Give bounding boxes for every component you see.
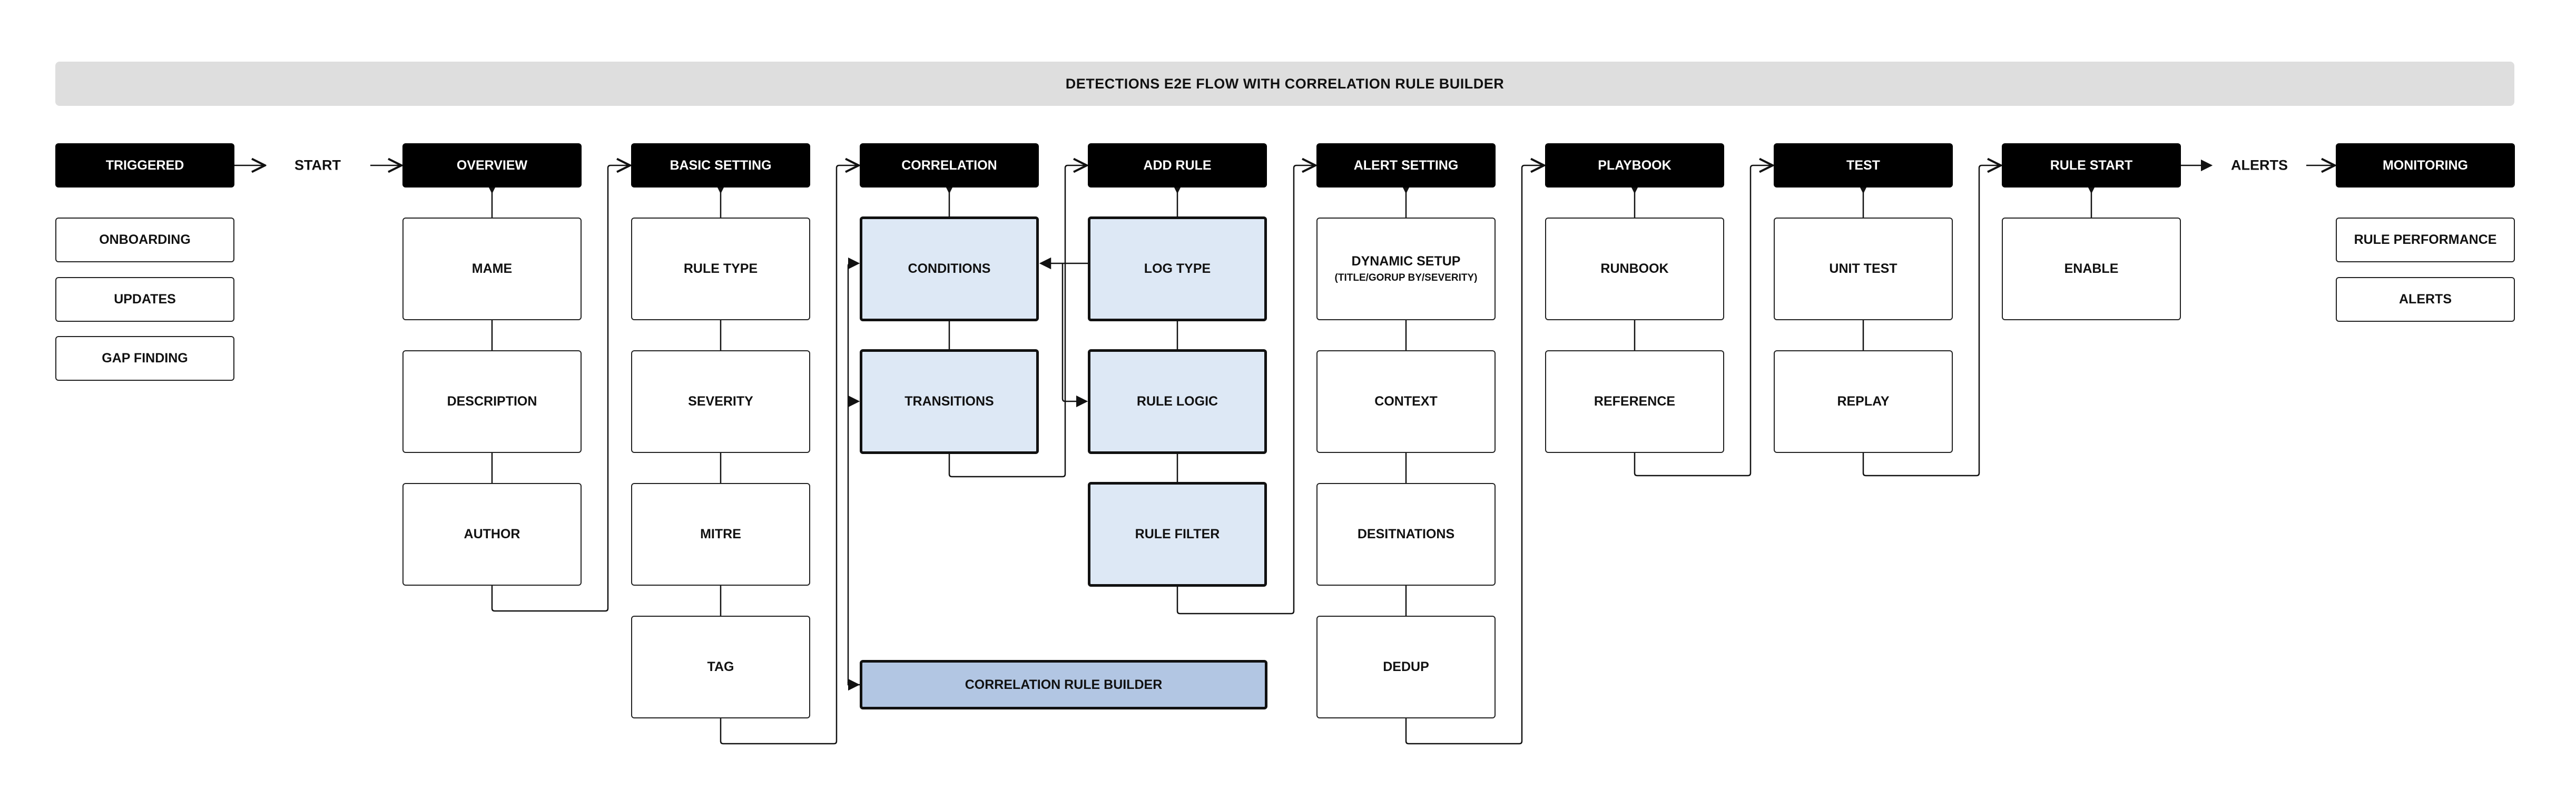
node-mitre: MITRE xyxy=(631,483,810,586)
junction-marker-0 xyxy=(489,188,495,194)
node-dynamic-setup: DYNAMIC SETUP (TITLE/GORUP BY/SEVERITY) xyxy=(1316,218,1496,320)
connector-test-rulestart xyxy=(1862,165,2001,477)
connector-rulefilter-alert xyxy=(1176,165,1315,615)
node-tag: TAG xyxy=(631,616,810,718)
node-enable: ENABLE xyxy=(2002,218,2181,320)
connector-trunk-rulelogic xyxy=(1061,263,1088,408)
node-updates: UPDATES xyxy=(55,277,234,322)
node-reference: REFERENCE xyxy=(1545,350,1724,453)
header-triggered: TRIGGERED xyxy=(55,143,234,188)
node-conditions: CONDITIONS xyxy=(860,216,1039,321)
node-onboarding: ONBOARDING xyxy=(55,218,234,262)
header-test: TEST xyxy=(1774,143,1953,188)
junction-marker-2 xyxy=(946,188,952,194)
node-runbook: RUNBOOK xyxy=(1545,218,1724,320)
connector-basic-correlation xyxy=(720,165,859,745)
header-overview: OVERVIEW xyxy=(402,143,582,188)
node-description: DESCRIPTION xyxy=(402,350,582,453)
diagram-title: DETECTIONS E2E FLOW WITH CORRELATION RUL… xyxy=(55,62,2514,106)
connector-builder-entry xyxy=(847,678,860,691)
header-basic-setting: BASIC SETTING xyxy=(631,143,810,188)
dynamic-setup-label: DYNAMIC SETUP xyxy=(1351,254,1461,269)
junction-marker-5 xyxy=(1631,188,1638,194)
node-transitions: TRANSITIONS xyxy=(860,349,1039,454)
label-alerts: ALERTS xyxy=(2231,157,2288,173)
label-start: START xyxy=(294,157,341,173)
header-correlation: CORRELATION xyxy=(860,143,1039,188)
node-author: AUTHOR xyxy=(402,483,582,586)
node-correlation-rule-builder: CORRELATION RULE BUILDER xyxy=(860,660,1267,709)
junction-marker-3 xyxy=(1174,188,1181,194)
junction-marker-1 xyxy=(717,188,724,194)
node-alerts: ALERTS xyxy=(2336,277,2515,322)
node-replay: REPLAY xyxy=(1774,350,1953,453)
connector-transitions-addrule xyxy=(948,165,1087,478)
header-add-rule: ADD RULE xyxy=(1088,143,1267,188)
node-rule-logic: RULE LOGIC xyxy=(1088,349,1267,454)
header-alert-setting: ALERT SETTING xyxy=(1316,143,1496,188)
node-severity: SEVERITY xyxy=(631,350,810,453)
header-monitoring: MONITORING xyxy=(2336,143,2515,188)
junction-marker-7 xyxy=(2088,188,2095,194)
header-rule-start: RULE START xyxy=(2002,143,2181,188)
node-dedup: DEDUP xyxy=(1316,616,1496,718)
node-unit-test: UNIT TEST xyxy=(1774,218,1953,320)
node-context: CONTEXT xyxy=(1316,350,1496,453)
connector-builder-conditions xyxy=(847,257,860,686)
connector-overview-basic xyxy=(491,165,630,612)
junction-marker-6 xyxy=(1860,188,1866,194)
node-rule-type: RULE TYPE xyxy=(631,218,810,320)
node-rule-performance: RULE PERFORMANCE xyxy=(2336,218,2515,262)
junction-marker-4 xyxy=(1403,188,1409,194)
dynamic-setup-sublabel: (TITLE/GORUP BY/SEVERITY) xyxy=(1334,272,1478,283)
connector-alert-playbook xyxy=(1405,165,1544,745)
node-mame: MAME xyxy=(402,218,582,320)
header-playbook: PLAYBOOK xyxy=(1545,143,1724,188)
node-destinations: DESITNATIONS xyxy=(1316,483,1496,586)
node-rule-filter: RULE FILTER xyxy=(1088,482,1267,587)
node-gap-finding: GAP FINDING xyxy=(55,336,234,381)
connector-playbook-test xyxy=(1634,165,1773,477)
node-log-type: LOG TYPE xyxy=(1088,216,1267,321)
